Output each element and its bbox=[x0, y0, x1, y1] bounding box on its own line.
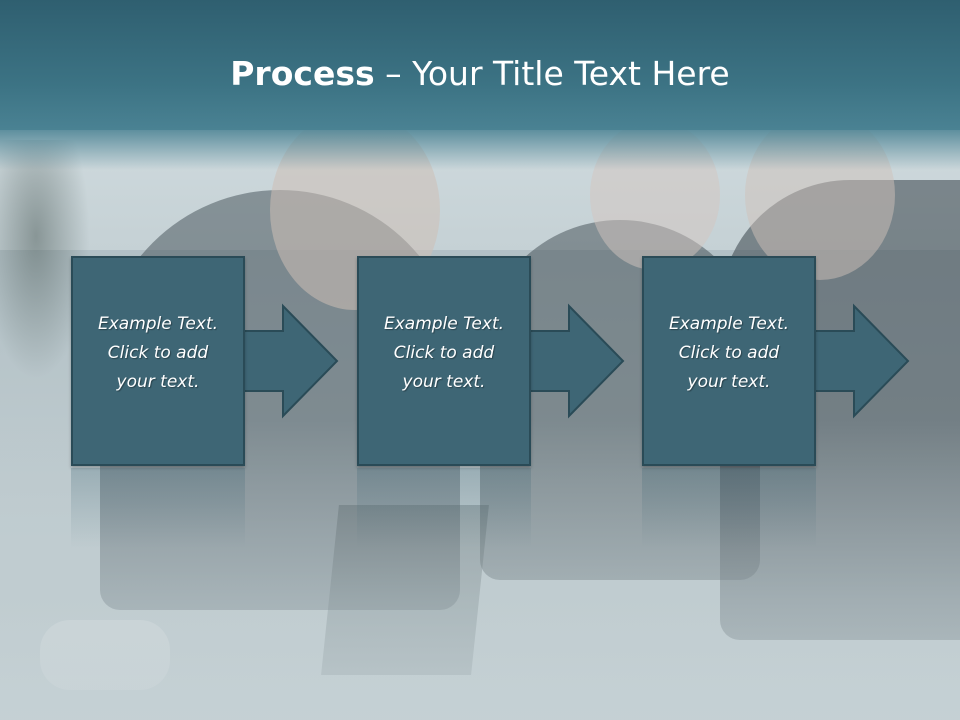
process-box-1-line-1: Example Text. bbox=[97, 314, 219, 334]
slide-title-rest: – Your Title Text Here bbox=[374, 54, 730, 93]
process-box-2-reflection bbox=[357, 468, 531, 548]
process-box-1[interactable]: Example Text. Click to add your text. bbox=[71, 256, 245, 466]
process-box-1-line-3: your text. bbox=[116, 372, 200, 392]
process-box-3-line-1: Example Text. bbox=[668, 314, 790, 334]
process-box-1-reflection bbox=[71, 468, 245, 548]
process-box-3-line-3: your text. bbox=[687, 372, 771, 392]
process-box-2-line-3: your text. bbox=[402, 372, 486, 392]
process-box-2-line-1: Example Text. bbox=[383, 314, 505, 334]
process-box-1-text[interactable]: Example Text. Click to add your text. bbox=[79, 310, 237, 397]
title-band-fade bbox=[0, 130, 960, 170]
process-box-3-text[interactable]: Example Text. Click to add your text. bbox=[650, 310, 808, 397]
process-step-3: Example Text. Click to add your text. bbox=[642, 256, 910, 548]
process-box-1-line-2: Click to add bbox=[107, 343, 209, 363]
process-box-3-reflection bbox=[642, 468, 816, 548]
process-step-1: Example Text. Click to add your text. bbox=[71, 256, 339, 548]
process-step-2: Example Text. Click to add your text. bbox=[357, 256, 625, 548]
process-box-3-line-2: Click to add bbox=[678, 343, 780, 363]
background-fade bbox=[0, 420, 960, 720]
process-box-2-line-2: Click to add bbox=[393, 343, 495, 363]
title-band bbox=[0, 0, 960, 130]
process-box-2-text[interactable]: Example Text. Click to add your text. bbox=[365, 310, 523, 397]
process-box-2[interactable]: Example Text. Click to add your text. bbox=[357, 256, 531, 466]
slide-title-bold: Process bbox=[230, 54, 375, 93]
slide-title[interactable]: Process – Your Title Text Here bbox=[0, 52, 960, 96]
process-box-3[interactable]: Example Text. Click to add your text. bbox=[642, 256, 816, 466]
